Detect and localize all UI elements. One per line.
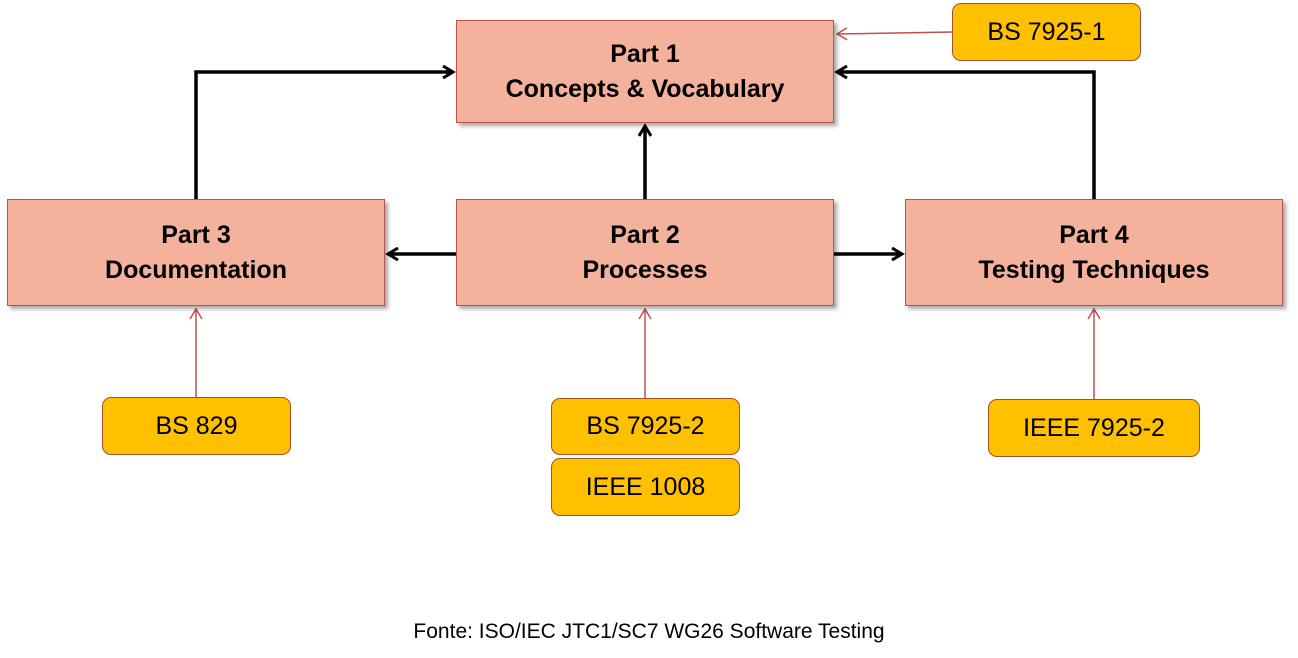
- standard-bs-7925-1: BS 7925-1: [952, 3, 1141, 61]
- standard-ieee-1008: IEEE 1008: [551, 458, 740, 516]
- part3-box: Part 3 Documentation: [7, 199, 385, 306]
- part2-box: Part 2 Processes: [456, 199, 834, 306]
- arrow-bs-7925-1-to-part1: [835, 27, 953, 41]
- standard-ieee-7925-2: IEEE 7925-2: [988, 399, 1200, 457]
- arrow-part4-to-part1: [837, 72, 1096, 199]
- part1-title: Concepts & Vocabulary: [505, 74, 785, 103]
- part3-number: Part 3: [161, 220, 231, 249]
- source-caption: Fonte: ISO/IEC JTC1/SC7 WG26 Software Te…: [413, 620, 885, 643]
- arrow-part3-to-part1: [194, 72, 453, 199]
- standard-bs-7925-2: BS 7925-2: [551, 398, 740, 455]
- part4-box: Part 4 Testing Techniques: [905, 199, 1283, 306]
- part4-title: Testing Techniques: [978, 255, 1210, 284]
- part1-number: Part 1: [610, 39, 680, 68]
- part2-title: Processes: [582, 255, 708, 284]
- part3-title: Documentation: [105, 255, 287, 284]
- part2-number: Part 2: [610, 220, 680, 249]
- part1-box: Part 1 Concepts & Vocabulary: [456, 20, 834, 123]
- part4-number: Part 4: [1059, 220, 1129, 249]
- standard-bs-829: BS 829: [102, 397, 291, 455]
